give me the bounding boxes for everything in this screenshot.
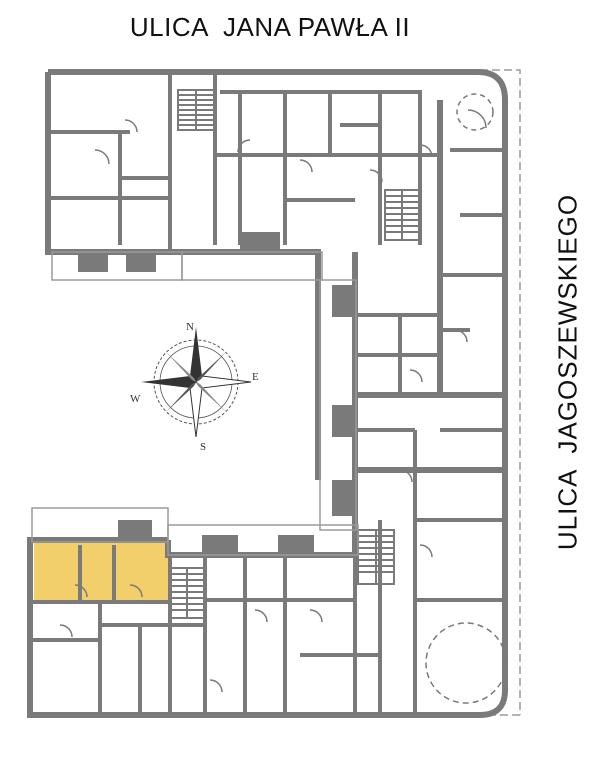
compass-n: N bbox=[186, 321, 194, 333]
door-swings bbox=[59, 93, 507, 704]
staircase-right bbox=[384, 189, 420, 241]
compass-e: E bbox=[252, 371, 259, 383]
staircase-bottom-right bbox=[357, 529, 395, 585]
inner-walls bbox=[30, 72, 505, 715]
staircase-bottom-left bbox=[169, 567, 205, 619]
street-label-top: ULICA JANA PAWŁA II bbox=[129, 12, 411, 42]
compass-rose: N E S W bbox=[130, 321, 259, 453]
compass-w: W bbox=[130, 393, 141, 405]
highlighted-unit-1 bbox=[34, 542, 80, 602]
staircase-top bbox=[177, 89, 215, 131]
balcony-blocks bbox=[78, 232, 352, 553]
compass-s: S bbox=[200, 441, 206, 453]
balcony-outlines bbox=[31, 251, 359, 556]
staircases bbox=[169, 89, 420, 619]
highlighted-unit-2 bbox=[80, 542, 114, 602]
highlighted-units bbox=[34, 542, 168, 602]
